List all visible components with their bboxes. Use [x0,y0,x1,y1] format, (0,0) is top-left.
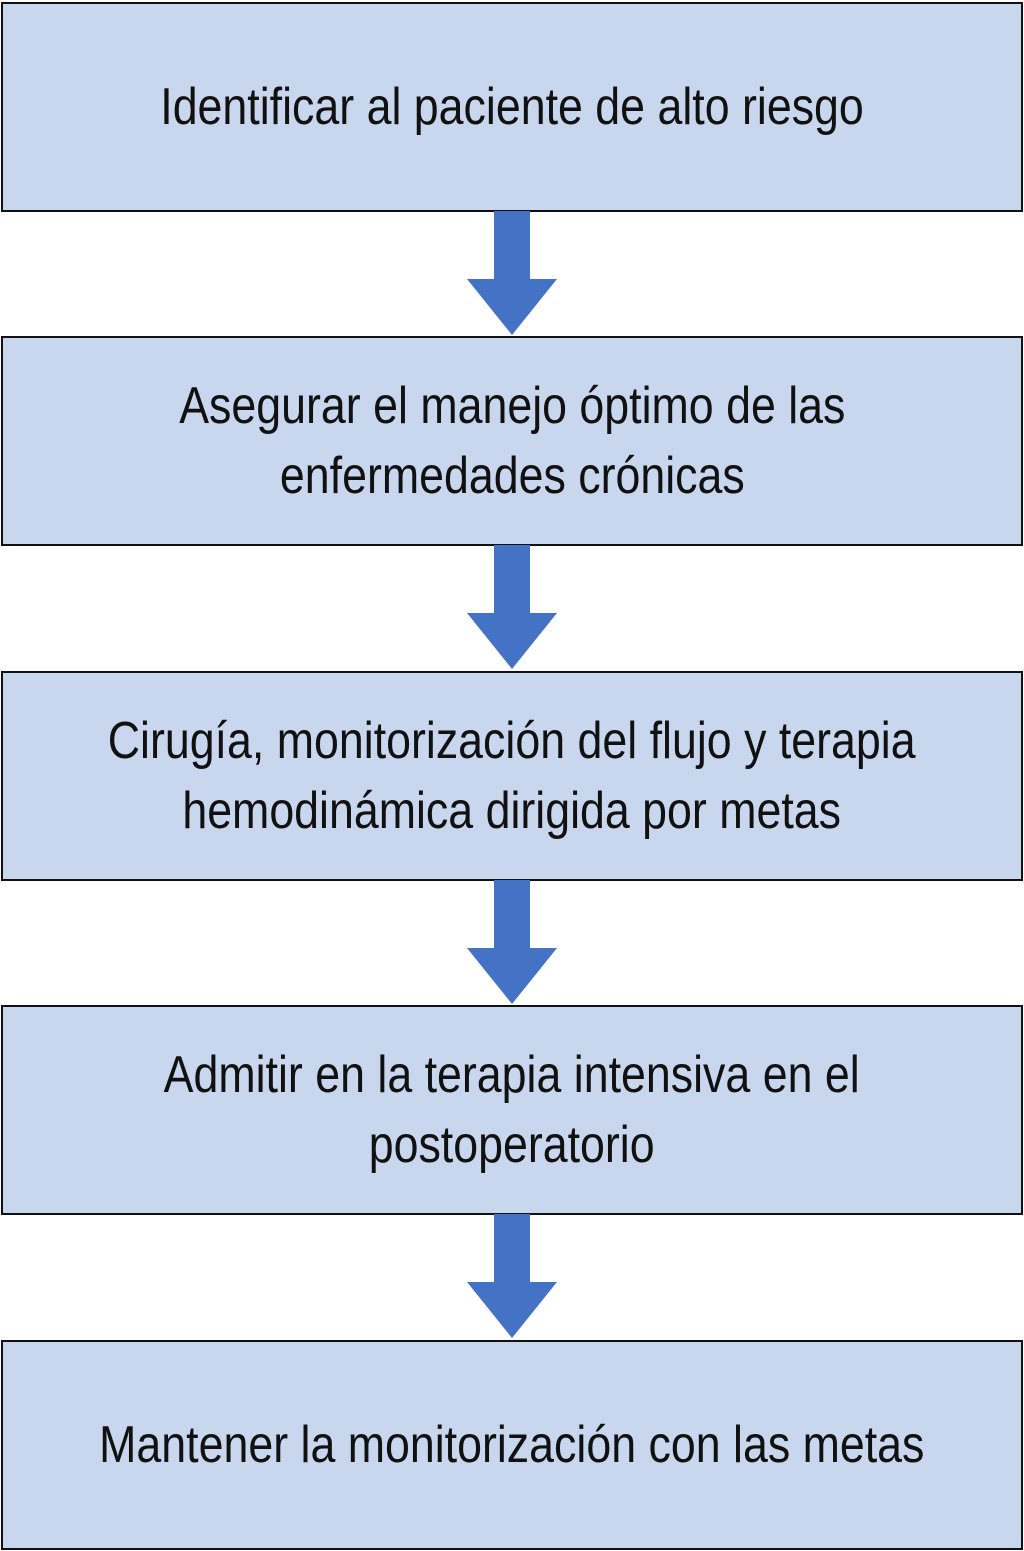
step-text-line-2: hemodinámica dirigida por metas [182,782,842,840]
arrow-down-icon [467,1214,557,1338]
step-box-identify-patient: Identificar al paciente de alto riesgo [1,2,1023,212]
step-text: Identificar al paciente de alto riesgo [160,72,864,142]
step-text-line-2: enfermedades crónicas [279,447,745,505]
arrow-down-icon [467,880,557,1004]
step-text-line-1: Mantener la monitorización con las metas [99,1416,925,1474]
step-text-line-1: Asegurar el manejo óptimo de las [178,377,846,435]
step-text: Asegurar el manejo óptimo de las enferme… [179,371,845,511]
step-text: Mantener la monitorización con las metas [99,1410,924,1480]
step-box-maintain-monitoring: Mantener la monitorización con las metas [1,1340,1023,1550]
step-box-chronic-disease: Asegurar el manejo óptimo de las enferme… [1,336,1023,546]
step-box-icu-admission: Admitir en la terapia intensiva en el po… [1,1005,1023,1215]
step-text: Admitir en la terapia intensiva en el po… [164,1040,860,1180]
step-text-line-1: Cirugía, monitorización del flujo y tera… [108,712,916,770]
step-text: Cirugía, monitorización del flujo y tera… [108,706,916,846]
step-text-line-1: Identificar al paciente de alto riesgo [160,78,864,136]
step-text-line-2: postoperatorio [369,1116,655,1174]
arrow-down-icon [467,545,557,669]
arrow-down-icon [467,211,557,335]
step-text-line-1: Admitir en la terapia intensiva en el [163,1046,861,1104]
step-box-surgery-monitoring: Cirugía, monitorización del flujo y tera… [1,671,1023,881]
